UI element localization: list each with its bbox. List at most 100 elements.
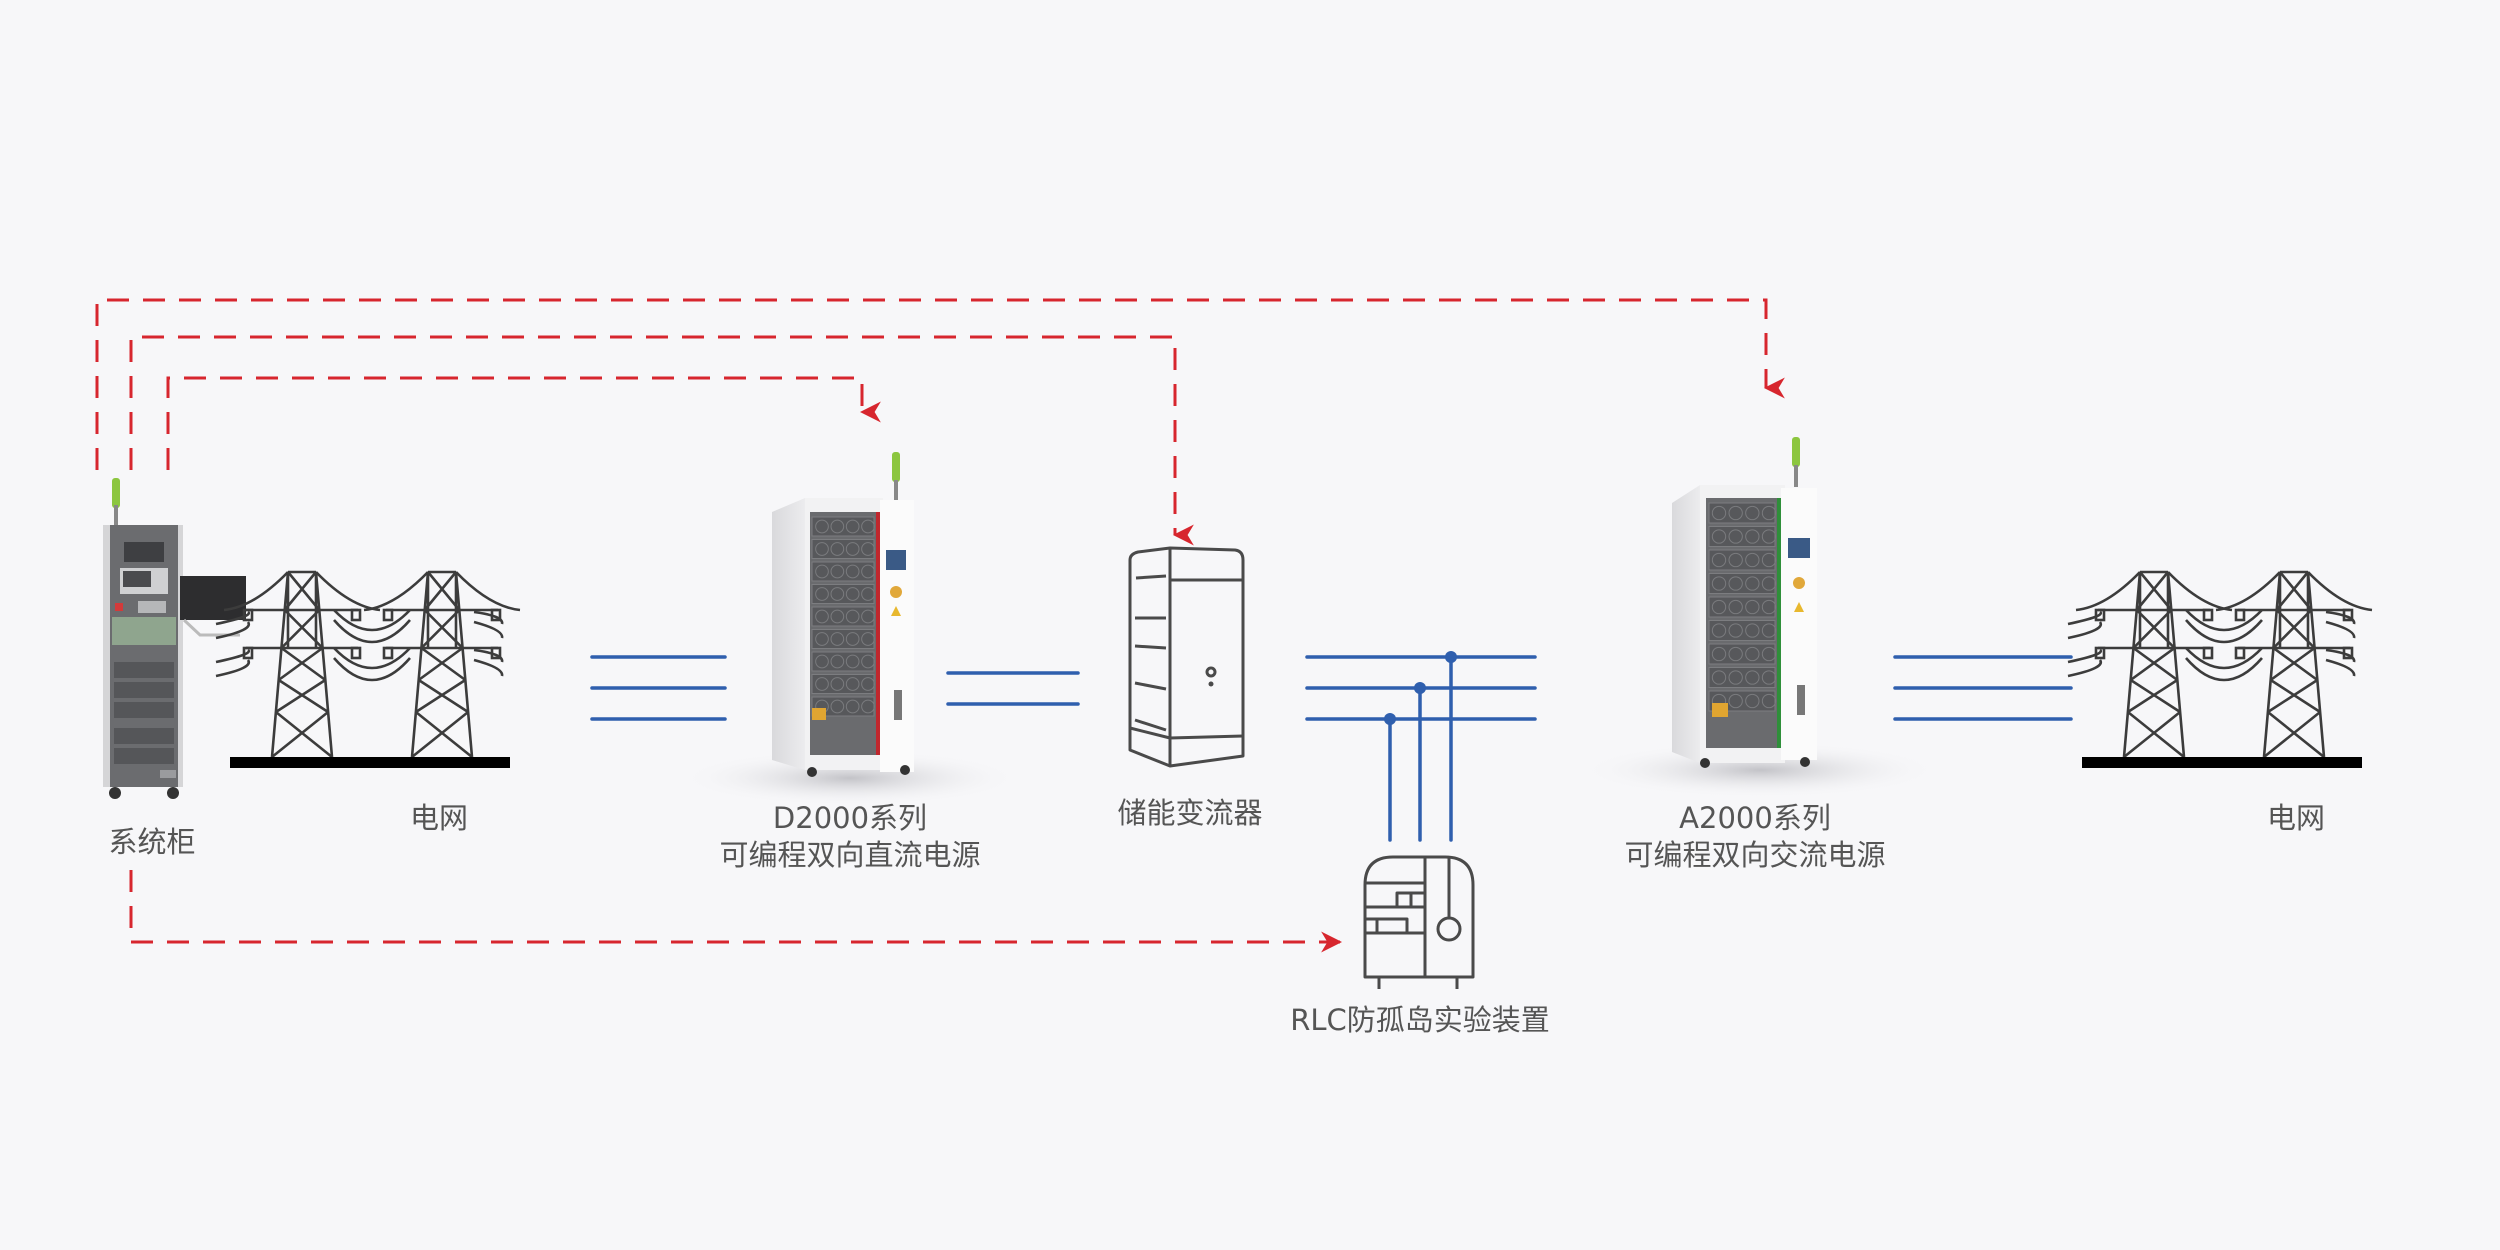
power-line-pcs-to-a2000 [1305,651,1537,842]
fan-grille [1711,623,1727,638]
fan-grille [861,564,875,579]
power-line-a2000-to-grid [1893,655,2073,721]
fan-grille [845,699,860,714]
fan-grille [1728,599,1743,615]
fan-grille [830,564,845,579]
fan-grille [815,519,829,534]
power-lines [590,651,2073,842]
fan-grille [845,609,860,624]
fan-grille [830,654,845,669]
fan-grille [1745,552,1760,568]
fan-grille [861,519,875,534]
fan-grille [861,587,875,601]
a2000-title-label: A2000系列 [1679,801,1831,835]
fan-grille [861,654,875,669]
rlc-label: RLC防孤岛实验装置 [1290,1003,1550,1037]
fan-grille [1745,670,1760,685]
pcs-label: 储能变流器 [1117,796,1263,830]
a2000-accent-strip [1777,498,1781,748]
fan-grille [845,587,860,601]
fan-grille [1728,552,1743,568]
tower-base [2222,757,2362,768]
junction-dot [1445,651,1457,663]
fan-grille [1745,505,1760,521]
fan-grille [845,632,860,646]
fan-grille [1761,599,1777,615]
fan-grille [815,564,829,579]
control-link-pcs [129,335,1194,546]
d2000-accent-strip [876,512,880,755]
fan-grille [861,542,875,556]
fan-grille [1728,623,1743,638]
fan-grille [815,587,829,601]
fan-grille [845,519,860,534]
tower-base [370,757,510,768]
fan-grille [1711,576,1727,591]
d2000-subtitle-label: 可编程双向直流电源 [719,838,981,872]
fan-grille [1745,646,1760,662]
transmission-tower [363,570,521,759]
fan-grille [815,632,829,646]
system-cabinet-icon[interactable] [103,478,246,799]
d2000-cabinet-icon[interactable] [680,452,1020,806]
fan-grille [830,677,845,691]
fan-grille [815,654,829,669]
fan-grille [1711,646,1727,662]
fan-grille [1761,623,1777,638]
pcs-icon[interactable] [1128,546,1245,768]
control-link-a2000 [95,298,1785,470]
fan-grille [1728,646,1743,662]
fan-grille [845,564,860,579]
fan-grille [1745,529,1760,544]
fan-grille [1711,670,1727,685]
fan-grille [815,609,829,624]
fan-grille [1761,529,1777,544]
fan-grille [1745,623,1760,638]
fan-grille [1745,576,1760,591]
grid-right-label: 电网 [2266,801,2325,835]
fan-grille [845,654,860,669]
power-line-grid-to-d2000 [590,655,727,721]
control-links [95,298,1785,953]
fan-grille [1728,576,1743,591]
power-line-d2000-to-pcs [946,671,1080,706]
fan-grille [815,542,829,556]
tower-base [230,757,370,768]
fan-grille [845,677,860,691]
fan-grille [830,519,845,534]
fan-grille [815,677,829,691]
fan-grille [830,699,845,714]
fan-grille [861,632,875,646]
a2000-subtitle-label: 可编程双向交流电源 [1624,838,1886,872]
fan-grille [861,677,875,691]
fan-grille [1728,529,1743,544]
fan-grille [1711,599,1727,615]
fan-grille [830,632,845,646]
fan-grille [861,609,875,624]
fan-grille [1728,505,1743,521]
grid-left-icon[interactable] [215,570,521,768]
rlc-device-icon[interactable] [1363,855,1475,989]
grid-right-icon[interactable] [2067,570,2373,768]
fan-grille [1728,693,1743,709]
fan-grille [1761,576,1777,591]
a2000-cabinet-icon[interactable] [1580,437,1940,798]
fan-grille [1761,646,1777,662]
transmission-tower [2215,570,2373,759]
fan-grille [845,542,860,556]
fan-grille [830,609,845,624]
fan-grille [861,699,875,714]
control-link-d2000 [166,376,881,470]
fan-grille [1761,670,1777,685]
grid-left-label: 电网 [409,801,468,835]
fan-grille [1711,505,1727,521]
junction-dot [1384,713,1396,725]
fan-grille [830,587,845,601]
tower-base [2082,757,2222,768]
conductor-wires [215,609,504,682]
fan-grille [1711,552,1727,568]
junction-dot [1414,682,1426,694]
conductor-wires [2067,609,2356,682]
control-link-rlc [129,870,1343,953]
